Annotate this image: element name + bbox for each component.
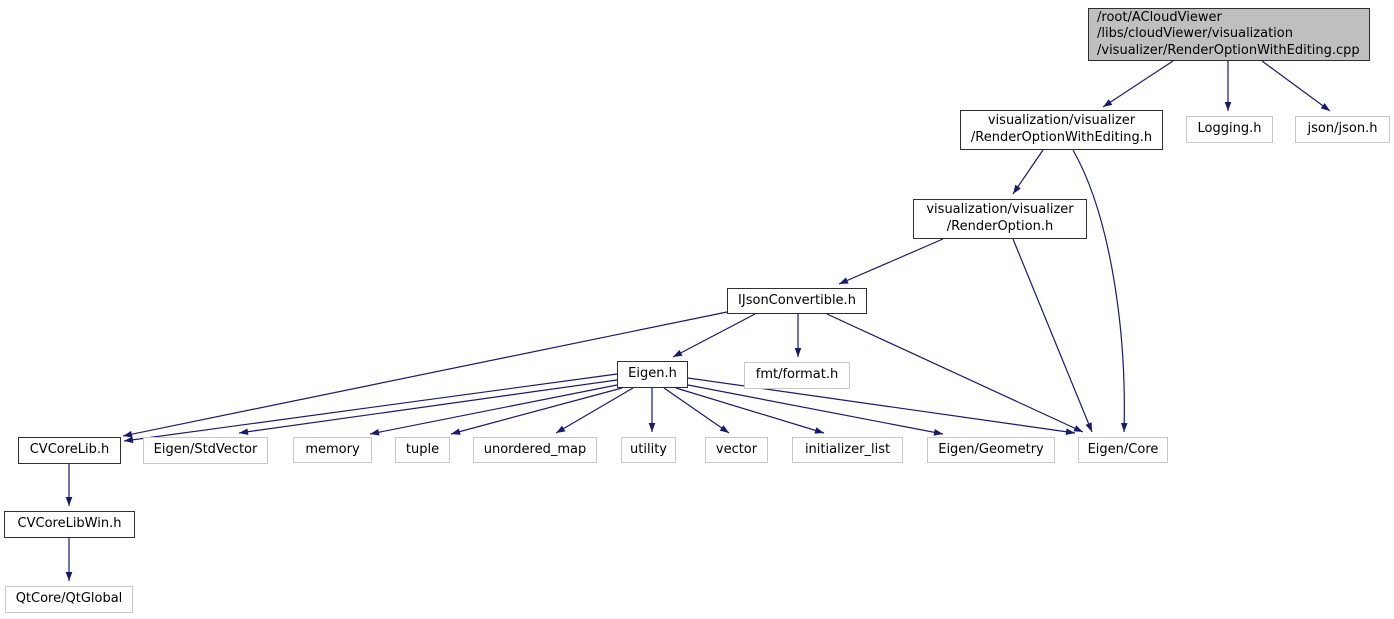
edge-eigen-h-to-eigen-stdvector <box>238 379 618 436</box>
node-label: /RenderOption.h <box>946 219 1054 234</box>
edge-eigen-h-to-unordered-map <box>555 387 634 434</box>
edge-renderoption-h-to-ijsonconvertible-h <box>838 238 944 285</box>
node-label: Eigen/Core <box>1087 441 1159 457</box>
edge-eigen-h-to-tuple <box>450 387 623 435</box>
edge-ijsonconvertible-h-to-eigen-h <box>672 313 756 358</box>
node-label: memory <box>305 441 360 457</box>
node-unordered-map: unordered_map <box>473 437 597 463</box>
node-label: /RenderOptionWithEditing.h <box>970 130 1153 145</box>
node-label: CVCoreLibWin.h <box>17 516 122 532</box>
node-fmt-format-h: fmt/format.h <box>744 362 850 389</box>
node-cvcorelib-h[interactable]: CVCoreLib.h <box>18 437 121 464</box>
node-label: Eigen/Geometry <box>938 441 1044 457</box>
node-utility: utility <box>621 437 676 463</box>
node-eigen-core: Eigen/Core <box>1078 437 1168 463</box>
node-label: initializer_list <box>804 441 891 457</box>
node-memory: memory <box>293 437 372 463</box>
edge-ijsonconvertible-h-to-cvcorelib-h <box>122 311 728 438</box>
node-label: tuple <box>405 441 440 457</box>
edge-eigen-h-to-eigen-geometry <box>687 384 944 436</box>
node-qtcore-qtglobal: QtCore/QtGlobal <box>5 586 133 613</box>
node-label: IJsonConvertible.h <box>738 292 856 308</box>
edge-renderoptionwithediting-h-to-renderoption-h <box>1012 149 1044 195</box>
node-label: fmt/format.h <box>755 367 839 383</box>
node-label: unordered_map <box>483 441 587 457</box>
node-label: vector <box>715 441 758 457</box>
node-logging-h: Logging.h <box>1186 116 1273 143</box>
edge-renderoptionwithediting-h-to-eigen-core <box>1072 149 1128 433</box>
edge-eigen-h-to-cvcorelib-h <box>123 373 618 444</box>
edge-renderoption-h-to-eigen-core <box>1012 238 1093 433</box>
node-label: Eigen.h <box>628 366 677 382</box>
node-label: QtCore/QtGlobal <box>15 591 123 607</box>
node-renderoptionwithediting-cpp: /root/ACloudViewer /libs/cloudViewer/vis… <box>1088 8 1370 61</box>
edge-main-to-renderoptionwithediting-h <box>1102 60 1174 108</box>
edge-eigen-h-to-vector <box>663 387 730 434</box>
edge-eigen-h-to-memory <box>369 384 618 436</box>
node-initializer-list: initializer_list <box>792 437 903 463</box>
node-ijsonconvertible-h[interactable]: IJsonConvertible.h <box>727 288 867 314</box>
node-label: /libs/cloudViewer/visualization <box>1097 26 1293 42</box>
node-label: /root/ACloudViewer <box>1097 9 1222 25</box>
node-renderoption-h[interactable]: visualization/visualizer /RenderOption.h <box>913 199 1087 239</box>
node-json-json-h: json/json.h <box>1295 116 1390 143</box>
node-label: visualization/visualizer <box>987 113 1136 129</box>
node-vector: vector <box>705 437 768 463</box>
node-label: utility <box>630 441 667 457</box>
edge-main-to-json-json-h <box>1261 60 1331 112</box>
node-label: Eigen/StdVector <box>153 442 258 458</box>
node-label: /visualizer/RenderOptionWithEditing.cpp <box>1097 42 1360 58</box>
edge-eigen-h-to-initializer-list <box>675 387 825 434</box>
node-tuple: tuple <box>395 437 450 463</box>
node-label: json/json.h <box>1307 121 1378 137</box>
node-eigen-geometry: Eigen/Geometry <box>927 437 1055 463</box>
edge-ijsonconvertible-h-to-eigen-core <box>826 313 1084 433</box>
node-label: visualization/visualizer <box>926 202 1074 218</box>
node-eigen-stdvector: Eigen/StdVector <box>143 437 268 464</box>
node-eigen-h[interactable]: Eigen.h <box>617 361 688 388</box>
node-cvcorelibwin-h[interactable]: CVCoreLibWin.h <box>4 511 135 538</box>
node-label: CVCoreLib.h <box>29 442 110 458</box>
node-label: Logging.h <box>1197 121 1262 137</box>
node-renderoptionwithediting-h[interactable]: visualization/visualizer /RenderOptionWi… <box>960 110 1163 150</box>
